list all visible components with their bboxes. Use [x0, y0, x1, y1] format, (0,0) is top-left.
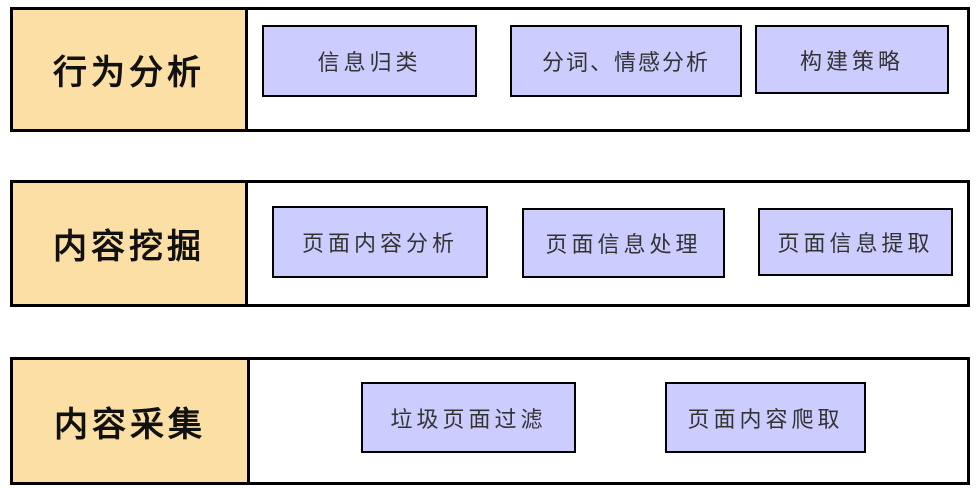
step-box: 分词、情感分析 — [510, 25, 742, 97]
layer-title: 内容采集 — [13, 360, 250, 482]
step-box: 构建策略 — [755, 25, 949, 94]
step-box: 页面信息提取 — [758, 208, 953, 276]
step-box: 信息归类 — [262, 25, 477, 97]
layer-title: 内容挖掘 — [13, 183, 248, 304]
step-box: 垃圾页面过滤 — [361, 382, 576, 453]
step-box: 页面内容分析 — [272, 206, 488, 278]
layer-content-collection: 内容采集 垃圾页面过滤 页面内容爬取 — [10, 357, 970, 485]
step-box: 页面信息处理 — [522, 208, 725, 278]
layer-behavior-analysis: 行为分析 信息归类 分词、情感分析 构建策略 — [10, 7, 970, 132]
layer-content-mining: 内容挖掘 页面内容分析 页面信息处理 页面信息提取 — [10, 180, 970, 307]
step-box: 页面内容爬取 — [665, 382, 866, 453]
layer-title: 行为分析 — [13, 10, 248, 129]
